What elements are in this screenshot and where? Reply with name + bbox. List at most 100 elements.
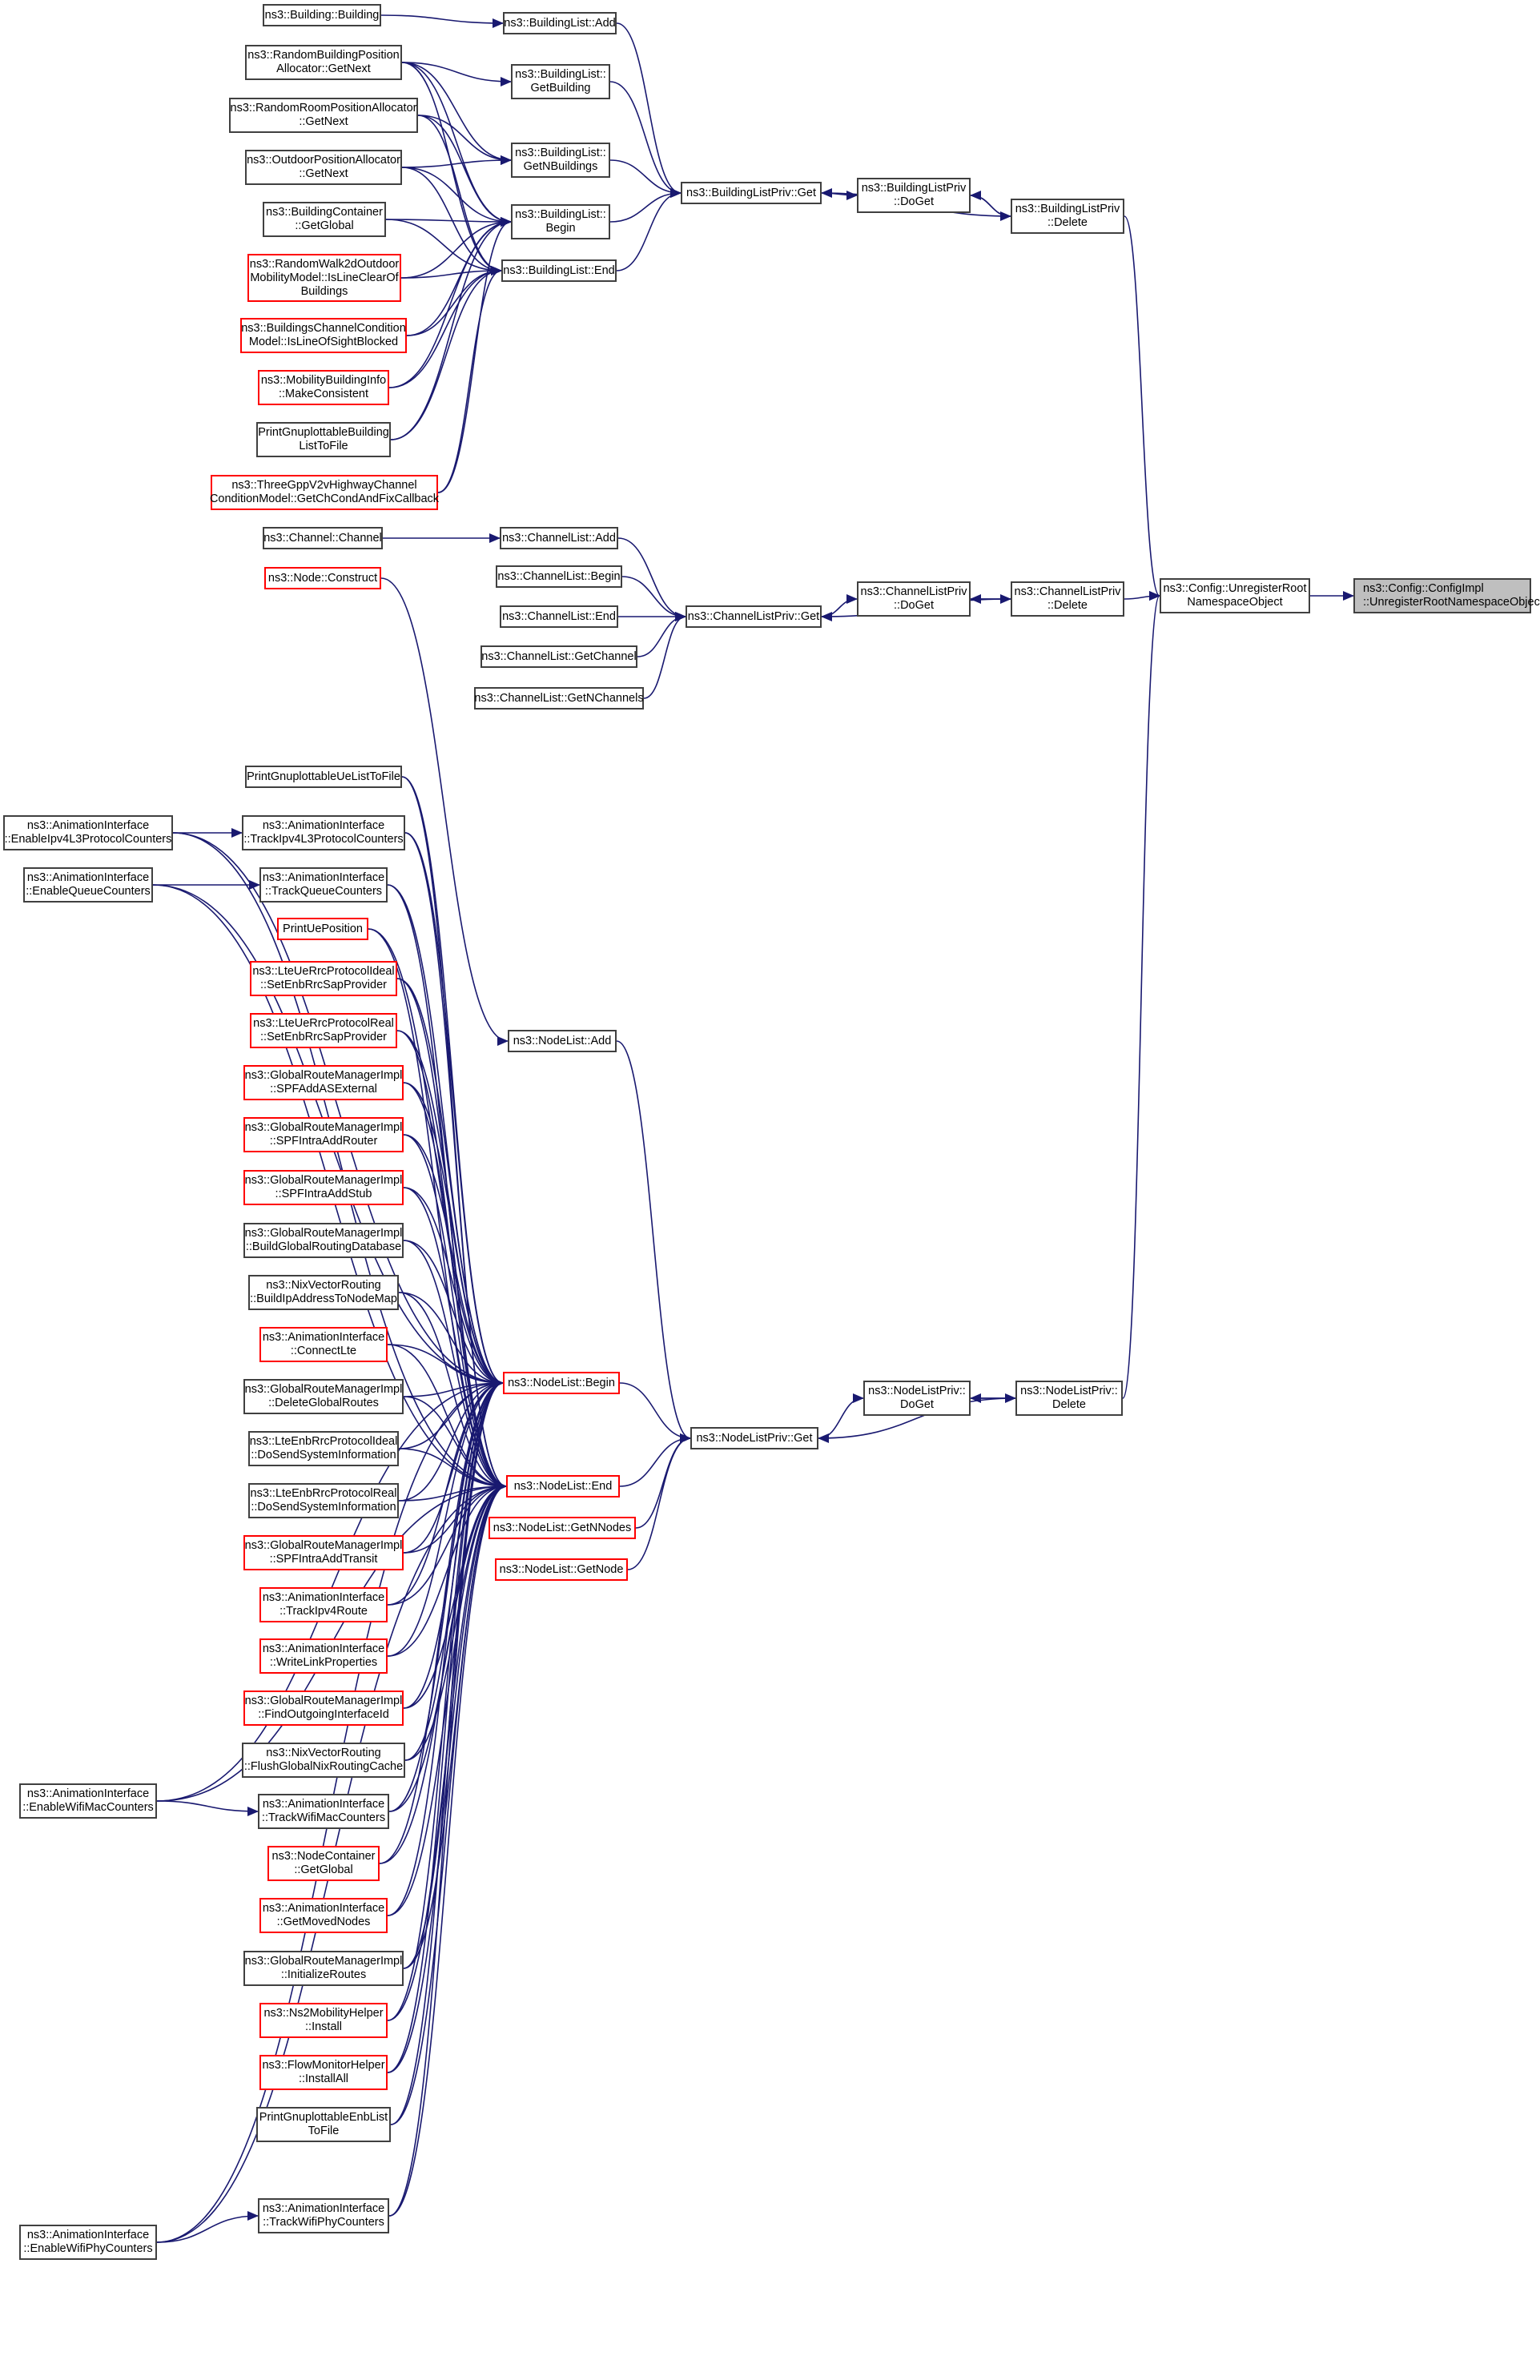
graph-node-nc-global[interactable]: ns3::NodeContainer ::GetGlobal (267, 1846, 380, 1881)
edge-grmBuild-to-nlEnd (403, 1240, 507, 1491)
graph-node-nl-get-n[interactable]: ns3::NodeList::GetNNodes (489, 1517, 636, 1539)
edge-aiEnIpv4-to-nlEnd (172, 832, 507, 1491)
graph-node-cl-get-n[interactable]: ns3::ChannelList::GetNChannels (474, 687, 644, 710)
edge-blpGet-to-blpDoGet (821, 190, 858, 200)
graph-node-ai-moved[interactable]: ns3::AnimationInterface ::GetMovedNodes (259, 1898, 388, 1933)
graph-node-cfg-unreg[interactable]: ns3::Config::UnregisterRoot NamespaceObj… (1160, 578, 1310, 613)
edge-opa-to-blGetN (401, 155, 512, 168)
graph-node-rrpa[interactable]: ns3::RandomRoomPositionAllocator ::GetNe… (229, 98, 418, 133)
graph-node-nix-build[interactable]: ns3::NixVectorRouting ::BuildIpAddressTo… (248, 1275, 399, 1310)
edge-grmBuild-to-nlBegin (403, 1240, 504, 1388)
graph-node-nlp-get[interactable]: ns3::NodeListPriv::Get (690, 1427, 818, 1449)
graph-node-rbpa[interactable]: ns3::RandomBuildingPosition Allocator::G… (245, 45, 402, 80)
graph-node-tgpp[interactable]: ns3::ThreeGppV2vHighwayChannel Condition… (210, 475, 439, 510)
edge-aiMoved-to-nlBegin (387, 1378, 504, 1916)
edge-rrpa-to-blBegin (417, 115, 512, 227)
edge-grmDelete-to-nlBegin (403, 1378, 504, 1397)
edge-aiWriteLink-to-nlBegin (387, 1378, 504, 1657)
edge-bBuilding-to-blAdd (380, 14, 504, 28)
graph-node-bc-global[interactable]: ns3::BuildingContainer ::GetGlobal (263, 202, 386, 237)
graph-node-ai-tr-mac[interactable]: ns3::AnimationInterface ::TrackWifiMacCo… (258, 1794, 389, 1829)
graph-node-grm-init[interactable]: ns3::GlobalRouteManagerImpl ::Initialize… (243, 1951, 404, 1986)
graph-node-mbi[interactable]: ns3::MobilityBuildingInfo ::MakeConsiste… (258, 370, 389, 405)
graph-node-print-ue[interactable]: PrintUePosition (277, 918, 368, 940)
graph-node-clp-do-get[interactable]: ns3::ChannelListPriv ::DoGet (857, 581, 971, 617)
graph-node-lte-enb-ideal[interactable]: ns3::LteEnbRrcProtocolIdeal ::DoSendSyst… (248, 1431, 399, 1466)
graph-node-pg-enb[interactable]: PrintGnuplottableEnbList ToFile (256, 2107, 391, 2142)
graph-node-bl-get-building[interactable]: ns3::BuildingList:: GetBuilding (511, 64, 610, 99)
graph-node-grm-as-ext[interactable]: ns3::GlobalRouteManagerImpl ::SPFAddASEx… (243, 1065, 404, 1100)
graph-node-ai-write-link[interactable]: ns3::AnimationInterface ::WriteLinkPrope… (259, 1638, 388, 1674)
graph-node-grm-stub[interactable]: ns3::GlobalRouteManagerImpl ::SPFIntraAd… (243, 1170, 404, 1205)
graph-node-cl-get-ch[interactable]: ns3::ChannelList::GetChannel (480, 645, 637, 668)
graph-node-cl-add[interactable]: ns3::ChannelList::Add (500, 527, 618, 549)
edge-aiTrMac-to-nlBegin (388, 1378, 504, 1812)
graph-node-b-building[interactable]: ns3::Building::Building (263, 4, 381, 26)
edge-blEnd-to-blpGet (616, 188, 682, 271)
graph-node-bl-begin[interactable]: ns3::BuildingList:: Begin (511, 204, 610, 239)
graph-node-grm-find[interactable]: ns3::GlobalRouteManagerImpl ::FindOutgoi… (243, 1691, 404, 1726)
edge-lteEnbIdeal-to-nlBegin (398, 1378, 504, 1449)
graph-node-lte-enb-real[interactable]: ns3::LteEnbRrcProtocolReal ::DoSendSyste… (248, 1483, 399, 1518)
graph-node-node-construct[interactable]: ns3::Node::Construct (264, 567, 381, 589)
graph-node-blp-get[interactable]: ns3::BuildingListPriv::Get (681, 182, 822, 204)
graph-node-bccm[interactable]: ns3::BuildingsChannelCondition Model::Is… (240, 318, 407, 353)
graph-node-nix-flush[interactable]: ns3::NixVectorRouting ::FlushGlobalNixRo… (242, 1743, 405, 1778)
edge-aiTrIpv4-to-nlEnd (404, 832, 507, 1491)
graph-node-cl-end[interactable]: ns3::ChannelList::End (500, 605, 618, 628)
graph-node-grm-router[interactable]: ns3::GlobalRouteManagerImpl ::SPFIntraAd… (243, 1117, 404, 1152)
graph-node-lte-ue-real[interactable]: ns3::LteUeRrcProtocolReal ::SetEnbRrcSap… (250, 1013, 397, 1048)
graph-node-ch-channel[interactable]: ns3::Channel::Channel (263, 527, 383, 549)
graph-node-pgbl[interactable]: PrintGnuplottableBuilding ListToFile (256, 422, 391, 457)
graph-node-grm-delete[interactable]: ns3::GlobalRouteManagerImpl ::DeleteGlob… (243, 1379, 404, 1414)
graph-node-nlp-do-get[interactable]: ns3::NodeListPriv:: DoGet (863, 1381, 971, 1416)
edge-mbi-to-blEnd (388, 266, 502, 388)
graph-node-nl-get-node[interactable]: ns3::NodeList::GetNode (495, 1558, 628, 1581)
graph-node-grm-transit[interactable]: ns3::GlobalRouteManagerImpl ::SPFIntraAd… (243, 1535, 404, 1570)
edge-rbpa-to-blBegin (401, 62, 512, 227)
edge-nlBegin-to-nlpGet (619, 1382, 691, 1443)
graph-node-bl-get-n[interactable]: ns3::BuildingList:: GetNBuildings (511, 143, 610, 178)
edge-nlEnd-to-nlpGet (619, 1433, 691, 1487)
graph-node-ns2-install[interactable]: ns3::Ns2MobilityHelper ::Install (259, 2003, 388, 2038)
graph-node-ai-en-queue[interactable]: ns3::AnimationInterface ::EnableQueueCou… (23, 867, 153, 903)
edge-rrpa-to-blGetN (417, 115, 512, 165)
edge-pgEnb-to-nlEnd (390, 1481, 507, 2125)
graph-node-ai-en-phy[interactable]: ns3::AnimationInterface ::EnableWifiPhyC… (19, 2225, 157, 2260)
edge-nlpDelete-to-nlpGet (818, 1397, 1016, 1443)
edge-aiTrQueue-to-nlBegin (387, 884, 504, 1388)
graph-node-nl-end[interactable]: ns3::NodeList::End (506, 1475, 620, 1498)
edge-aiTrPhy-to-nlEnd (388, 1481, 507, 2217)
edge-aiTrRoute-to-nlEnd (387, 1481, 507, 1606)
graph-node-ai-tr-queue[interactable]: ns3::AnimationInterface ::TrackQueueCoun… (259, 867, 388, 903)
edge-ncGlobal-to-nlBegin (379, 1378, 504, 1864)
graph-node-ai-en-ipv4[interactable]: ns3::AnimationInterface ::EnableIpv4L3Pr… (3, 815, 173, 850)
graph-node-clp-delete[interactable]: ns3::ChannelListPriv ::Delete (1011, 581, 1124, 617)
graph-node-ai-tr-phy[interactable]: ns3::AnimationInterface ::TrackWifiPhyCo… (258, 2198, 389, 2233)
graph-node-ai-lte[interactable]: ns3::AnimationInterface ::ConnectLte (259, 1327, 388, 1362)
graph-node-fm-install[interactable]: ns3::FlowMonitorHelper ::InstallAll (259, 2055, 388, 2090)
graph-node-pg-ue[interactable]: PrintGnuplottableUeListToFile (245, 766, 402, 788)
graph-node-nl-begin[interactable]: ns3::NodeList::Begin (503, 1372, 620, 1394)
edge-nixFlush-to-nlEnd (404, 1481, 507, 1761)
graph-node-opa[interactable]: ns3::OutdoorPositionAllocator ::GetNext (245, 150, 402, 185)
graph-node-bl-end[interactable]: ns3::BuildingList::End (501, 259, 617, 282)
graph-node-grm-build[interactable]: ns3::GlobalRouteManagerImpl ::BuildGloba… (243, 1223, 404, 1258)
graph-node-nlp-delete[interactable]: ns3::NodeListPriv:: Delete (1015, 1381, 1123, 1416)
edge-aiLte-to-nlEnd (387, 1344, 507, 1491)
graph-node-blp-delete[interactable]: ns3::BuildingListPriv ::Delete (1011, 199, 1124, 234)
edge-grmStub-to-nlEnd (403, 1187, 507, 1491)
edge-clpDelete-to-cfgUnreg (1124, 591, 1160, 601)
graph-node-ai-tr-ipv4[interactable]: ns3::AnimationInterface ::TrackIpv4L3Pro… (242, 815, 405, 850)
graph-node-bl-add[interactable]: ns3::BuildingList::Add (503, 12, 617, 34)
graph-node-ai-en-mac[interactable]: ns3::AnimationInterface ::EnableWifiMacC… (19, 1783, 157, 1819)
graph-node-nl-add[interactable]: ns3::NodeList::Add (508, 1030, 617, 1052)
graph-node-clp-get[interactable]: ns3::ChannelListPriv::Get (686, 605, 822, 628)
graph-node-blp-do-get[interactable]: ns3::BuildingListPriv ::DoGet (857, 178, 971, 213)
edge-opa-to-blEnd (401, 167, 502, 275)
graph-node-ai-tr-route[interactable]: ns3::AnimationInterface ::TrackIpv4Route (259, 1587, 388, 1622)
graph-node-cl-begin[interactable]: ns3::ChannelList::Begin (496, 565, 622, 588)
graph-node-lte-ue-ideal[interactable]: ns3::LteUeRrcProtocolIdeal ::SetEnbRrcSa… (250, 961, 397, 996)
graph-node-rw2d[interactable]: ns3::RandomWalk2dOutdoor MobilityModel::… (247, 254, 401, 302)
